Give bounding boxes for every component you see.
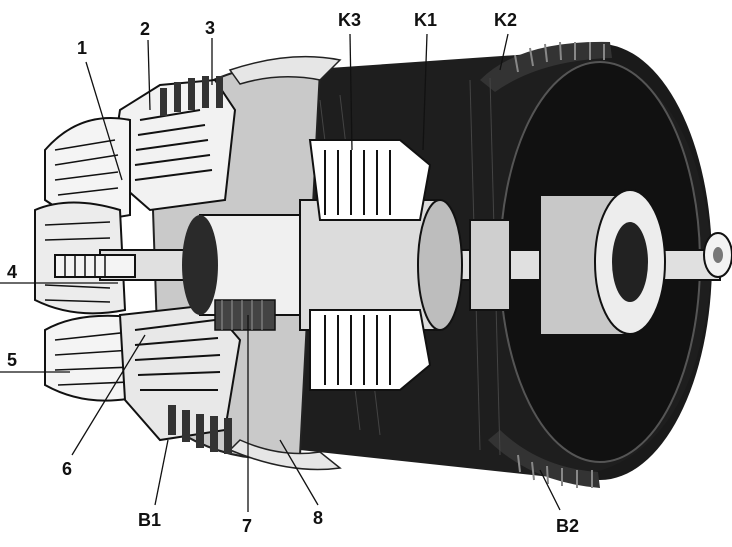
label-8: 8 — [313, 508, 323, 528]
transmission-illustration — [34, 41, 732, 488]
label-k1: K1 — [414, 10, 437, 30]
label-2: 2 — [140, 19, 150, 39]
leader-lines — [0, 33, 561, 512]
leader-k3 — [349, 33, 353, 151]
label-b2: B2 — [556, 516, 579, 536]
label-k2: K2 — [494, 10, 517, 30]
leader-2 — [147, 39, 151, 111]
leader-k1 — [422, 33, 428, 151]
label-5: 5 — [7, 350, 17, 370]
label-1: 1 — [77, 38, 87, 58]
callout-labels: 1 2 3 4 5 6 7 8 K3 K1 K2 B1 B2 — [7, 8, 579, 536]
label-6: 6 — [62, 459, 72, 479]
leader-1 — [85, 61, 123, 181]
k3-clutch-pack — [308, 139, 432, 391]
leader-b2 — [539, 469, 561, 511]
label-b1: B1 — [138, 510, 161, 530]
main-shaft — [54, 189, 732, 336]
label-7: 7 — [242, 516, 252, 536]
leader-6 — [71, 334, 146, 456]
sun-gear-block — [214, 299, 276, 331]
label-4: 4 — [7, 262, 17, 282]
label-k3: K3 — [338, 10, 361, 30]
leader-b1 — [154, 439, 169, 506]
label-3: 3 — [205, 18, 215, 38]
leader-8 — [279, 439, 319, 506]
leader-k2 — [499, 33, 509, 71]
